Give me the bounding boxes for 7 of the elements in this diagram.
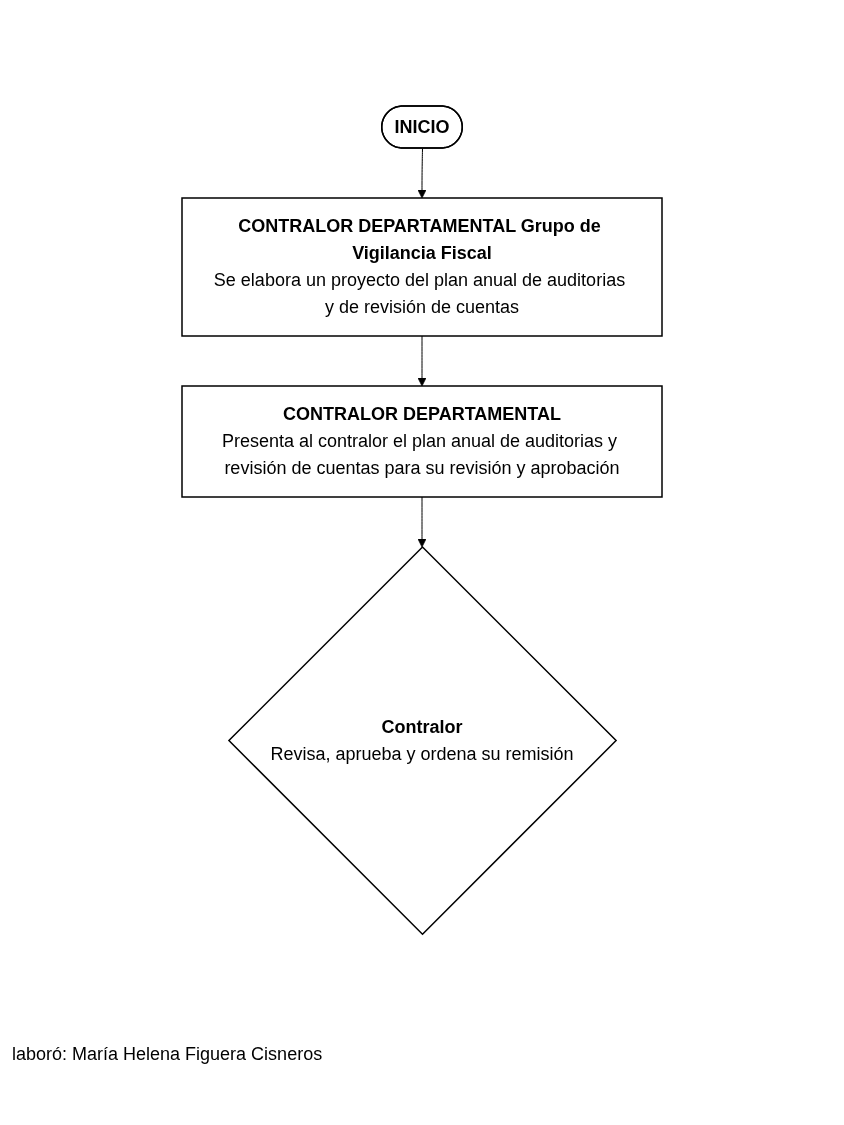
node-box: CONTRALOR DEPARTAMENTAL Presenta al contralor el plan anual de auditorias y revisión de cuentas para su revisión y aprobación bbox=[181, 385, 663, 498]
node-diamond: Contralor Revisa, aprueba y ordena su remisión bbox=[227, 545, 618, 936]
arrow bbox=[417, 335, 427, 387]
node-box: CONTRALOR DEPARTAMENTAL Grupo de Vigilancia Fiscal Se elabora un proyecto del plan anual de auditorias y de revisión de cuentas bbox=[181, 197, 663, 337]
author-note: laboró: María Helena Figuera Cisneros bbox=[12, 1044, 324, 1065]
arrow bbox=[417, 147, 427, 199]
arrow bbox=[417, 496, 427, 548]
